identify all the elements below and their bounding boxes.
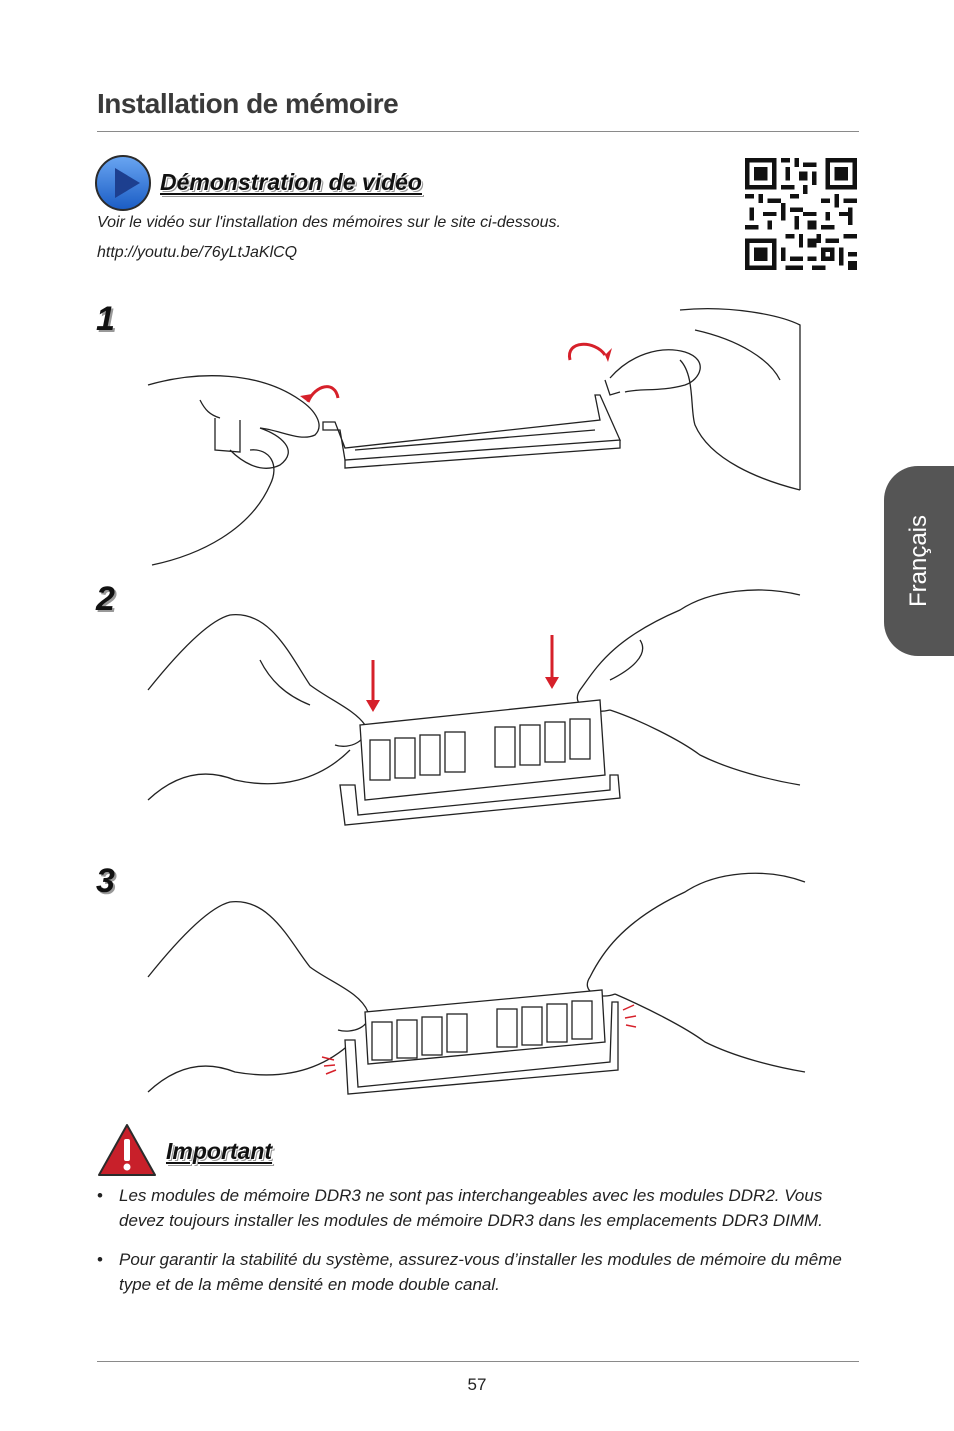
step-3-illustration [147,872,806,1095]
warning-icon [98,1124,156,1176]
step-number: 1 [96,300,115,338]
list-item: • Les modules de mémoire DDR3 ne sont pa… [97,1183,847,1233]
play-icon[interactable] [94,154,152,212]
bullet: • [97,1250,103,1269]
page-title: Installation de mémoire [97,88,399,119]
video-description: Voir le vidéo sur l'installation des mém… [97,214,561,231]
note-text: Pour garantir la stabilité du système, a… [119,1250,842,1294]
step-1-illustration [147,308,801,566]
important-notes: • Les modules de mémoire DDR3 ne sont pa… [97,1183,847,1311]
language-tab[interactable]: Français [884,466,954,656]
important-heading: Important [166,1138,273,1164]
bullet: • [97,1186,103,1205]
title-divider [97,131,859,132]
page-number: 57 [467,1375,487,1394]
footer-divider [97,1361,859,1362]
qr-code-icon[interactable] [745,158,857,270]
video-url-link[interactable]: http://youtu.be/76yLtJaKlCQ [97,244,298,261]
note-text: Les modules de mémoire DDR3 ne sont pas … [119,1186,823,1230]
step-number: 2 [96,580,115,618]
list-item: • Pour garantir la stabilité du système,… [97,1247,847,1297]
video-heading: Démonstration de vidéo [160,169,422,195]
step-number: 3 [96,862,115,900]
language-tab-label: Français [905,514,932,608]
step-2-illustration [147,589,801,826]
